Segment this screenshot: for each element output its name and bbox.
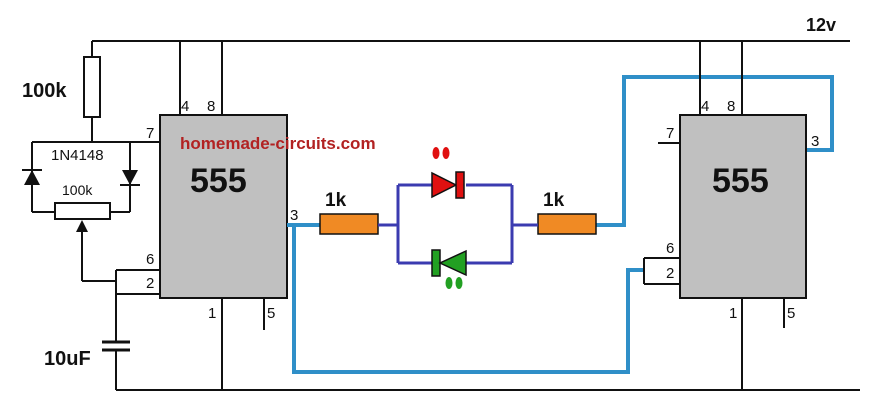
diode-label: 1N4148 xyxy=(51,147,104,164)
ic-left-body xyxy=(159,114,288,299)
ic-left-pin-4: 4 xyxy=(181,98,189,115)
ic-left-pin-7: 7 xyxy=(146,125,154,142)
ic-left-pin-2: 2 xyxy=(146,275,154,292)
ic-right-pin-1: 1 xyxy=(729,305,737,322)
ic-right-pin-3: 3 xyxy=(811,133,819,150)
ic-right-name: 555 xyxy=(712,162,769,200)
ic-right-pin-5: 5 xyxy=(787,305,795,322)
ic-right-body xyxy=(679,114,807,299)
resistor-1k-right-label: 1k xyxy=(543,190,565,211)
capacitor-label: 10uF xyxy=(44,348,91,370)
resistor-100k-label: 100k xyxy=(22,80,67,102)
ic-right-pin-8: 8 xyxy=(727,98,735,115)
ic-right-pin-4: 4 xyxy=(701,98,709,115)
red-led-icon xyxy=(431,147,465,199)
ic-left-pin-5: 5 xyxy=(267,305,275,322)
resistor-1k-left xyxy=(319,213,379,235)
ic-left-pin-1: 1 xyxy=(208,305,216,322)
ic-right-pin-7: 7 xyxy=(666,125,674,142)
green-led-icon xyxy=(431,249,467,289)
resistor-1k-right xyxy=(537,213,597,235)
led-loop-wires xyxy=(396,183,514,265)
diode-left-icon xyxy=(22,169,42,185)
ic-left-pin-3: 3 xyxy=(290,207,298,224)
diode-right-icon xyxy=(120,170,140,186)
watermark: homemade-circuits.com xyxy=(180,134,376,153)
wiper-arrow-icon xyxy=(76,220,88,232)
potentiometer xyxy=(54,202,111,220)
capacitor-icon xyxy=(102,340,130,352)
ic-left-pins xyxy=(179,41,265,390)
ic-right-pins xyxy=(643,41,785,390)
ic-left-name: 555 xyxy=(190,162,247,200)
ic-right-pin-2: 2 xyxy=(666,265,674,282)
ic-right-pin-6: 6 xyxy=(666,240,674,257)
supply-label: 12v xyxy=(806,15,836,35)
ic-left-pin-8: 8 xyxy=(207,98,215,115)
signal-wires xyxy=(287,75,834,374)
resistor-1k-left-label: 1k xyxy=(325,190,347,211)
ic-left-pin-6: 6 xyxy=(146,251,154,268)
potentiometer-label: 100k xyxy=(62,182,93,198)
resistor-100k xyxy=(83,56,101,118)
